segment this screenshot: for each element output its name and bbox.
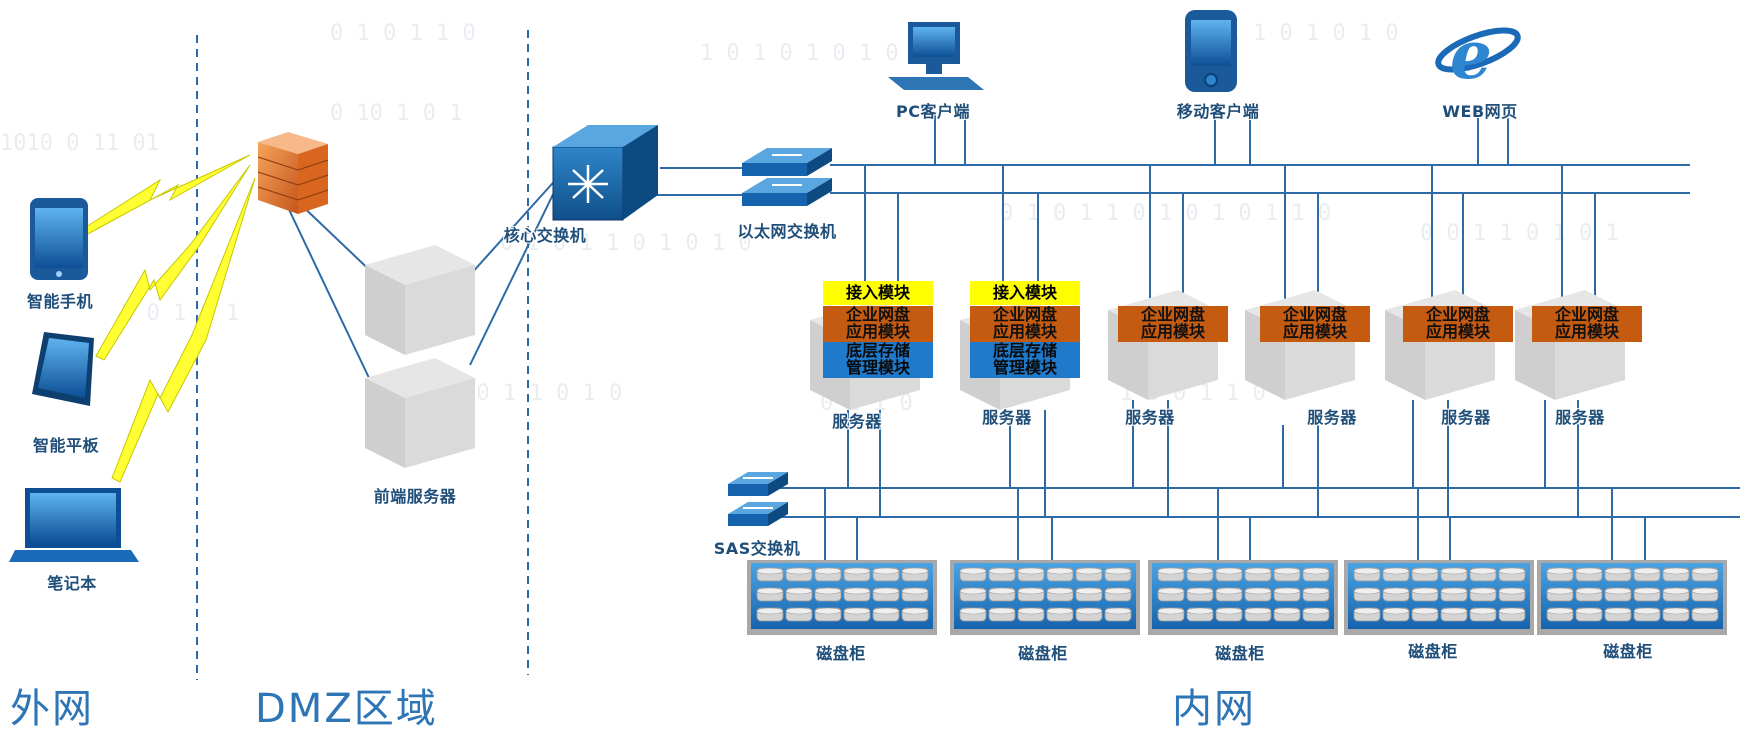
- web-label: WEB网页: [1442, 102, 1518, 121]
- enterprise-line2: 应用模块: [845, 322, 910, 341]
- enterprise-module: 企业网盘 应用模块: [970, 306, 1080, 342]
- svg-text:e: e: [1450, 16, 1492, 94]
- server-label: 服务器: [1307, 408, 1357, 427]
- enterprise-line2: 应用模块: [1140, 322, 1205, 341]
- enterprise-line1: 企业网盘: [1554, 305, 1619, 324]
- laptop-label: 笔记本: [47, 574, 97, 593]
- core-switch-label: 核心交换机: [503, 226, 587, 245]
- disk-cabinet-label: 磁盘柜: [1215, 644, 1265, 663]
- storage-line2: 管理模块: [845, 358, 910, 377]
- zone-dmz-label: DMZ区域: [255, 686, 438, 732]
- enterprise-module: 企业网盘 应用模块: [1403, 306, 1513, 342]
- storage-line2: 管理模块: [992, 358, 1057, 377]
- enterprise-module: 企业网盘 应用模块: [1260, 306, 1370, 342]
- server-label: 服务器: [1441, 408, 1491, 427]
- server-label: 服务器: [1125, 408, 1175, 427]
- access-module: 接入模块: [970, 281, 1080, 305]
- enterprise-line2: 应用模块: [1554, 322, 1619, 341]
- pc-client-icon: [888, 22, 984, 90]
- server-label: 服务器: [832, 412, 882, 431]
- enterprise-line1: 企业网盘: [1282, 305, 1347, 324]
- disk-cabinet-label: 磁盘柜: [816, 644, 866, 663]
- disk-cabinet-icon: [1344, 560, 1534, 635]
- storage-module: 底层存储 管理模块: [823, 342, 933, 378]
- enterprise-line1: 企业网盘: [1140, 305, 1205, 324]
- svg-text:0 0 1 1 0 1 0 1: 0 0 1 1 0 1 0 1: [1420, 221, 1619, 246]
- frontend-server-icon: [365, 245, 475, 468]
- disk-cabinet-label: 磁盘柜: [1408, 642, 1458, 661]
- pc-client-label: PC客户端: [896, 102, 970, 121]
- disk-cabinets: [747, 560, 1727, 635]
- svg-text:1 0 1 0 1: 1 0 1 0 1: [120, 301, 239, 326]
- frontend-server-label: 前端服务器: [373, 487, 457, 506]
- server-label: 服务器: [982, 408, 1032, 427]
- enterprise-module: 企业网盘 应用模块: [1532, 306, 1642, 342]
- enterprise-line1: 企业网盘: [992, 305, 1057, 324]
- server-label: 服务器: [1555, 408, 1605, 427]
- mobile-client-icon: [1185, 10, 1237, 92]
- binary-background: 1010 0 11 01 0 1 0 1 1 0 0 10 1 0 1 0 1 …: [0, 21, 1619, 416]
- sas-switch-icon: [728, 472, 788, 526]
- smartphone-icon: [30, 198, 88, 280]
- web-browser-icon: e: [1435, 16, 1521, 94]
- enterprise-line2: 应用模块: [1282, 322, 1347, 341]
- sas-switch-label: SAS交换机: [713, 539, 801, 558]
- zone-inner-label: 内网: [1172, 686, 1256, 732]
- disk-cabinet-icon: [950, 560, 1140, 635]
- enterprise-module: 企业网盘 应用模块: [823, 306, 933, 342]
- svg-text:0 1 0 1 1 0: 0 1 0 1 1 0: [330, 21, 476, 46]
- storage-line1: 底层存储: [992, 341, 1057, 360]
- disk-cabinet-label: 磁盘柜: [1603, 642, 1653, 661]
- core-switch-icon: [552, 125, 658, 221]
- ethernet-switch-label: 以太网交换机: [737, 222, 837, 241]
- ethernet-switch-icon: [742, 148, 832, 206]
- svg-text:0 1 0 1 1 0 1 0 1 0: 0 1 0 1 1 0 1 0 1 0: [500, 231, 752, 256]
- svg-text:0 10 1 0 1: 0 10 1 0 1: [330, 101, 462, 126]
- disk-cabinet-label: 磁盘柜: [1018, 644, 1068, 663]
- disk-cabinet-icon: [747, 560, 937, 635]
- enterprise-module: 企业网盘 应用模块: [1118, 306, 1228, 342]
- disk-cabinet-icon: [1537, 560, 1727, 635]
- enterprise-line1: 企业网盘: [845, 305, 910, 324]
- storage-module: 底层存储 管理模块: [970, 342, 1080, 378]
- disk-cabinet-icon: [1148, 560, 1338, 635]
- zone-outer-label: 外网: [10, 686, 94, 732]
- enterprise-line1: 企业网盘: [1425, 305, 1490, 324]
- phone-label: 智能手机: [26, 292, 94, 311]
- access-module: 接入模块: [823, 281, 933, 305]
- svg-text:1 0 1 1 0 1 0: 1 0 1 1 0 1 0: [450, 381, 622, 406]
- wireless-links: [77, 154, 256, 483]
- enterprise-line2: 应用模块: [1425, 322, 1490, 341]
- enterprise-line2: 应用模块: [992, 322, 1057, 341]
- mobile-client-label: 移动客户端: [1176, 102, 1260, 121]
- storage-line1: 底层存储: [845, 341, 910, 360]
- firewall-icon: [257, 132, 329, 214]
- laptop-icon: [9, 488, 139, 562]
- tablet-icon: [32, 332, 94, 406]
- svg-text:1 0 1 0 1 0 1 0: 1 0 1 0 1 0 1 0: [700, 41, 899, 66]
- svg-text:0 1 0 1 1 0 1 0 1 0 1 1 0: 0 1 0 1 1 0 1 0 1 0 1 1 0: [1000, 201, 1331, 226]
- svg-text:1010 0 11 01: 1010 0 11 01: [0, 131, 159, 156]
- tablet-label: 智能平板: [32, 436, 100, 455]
